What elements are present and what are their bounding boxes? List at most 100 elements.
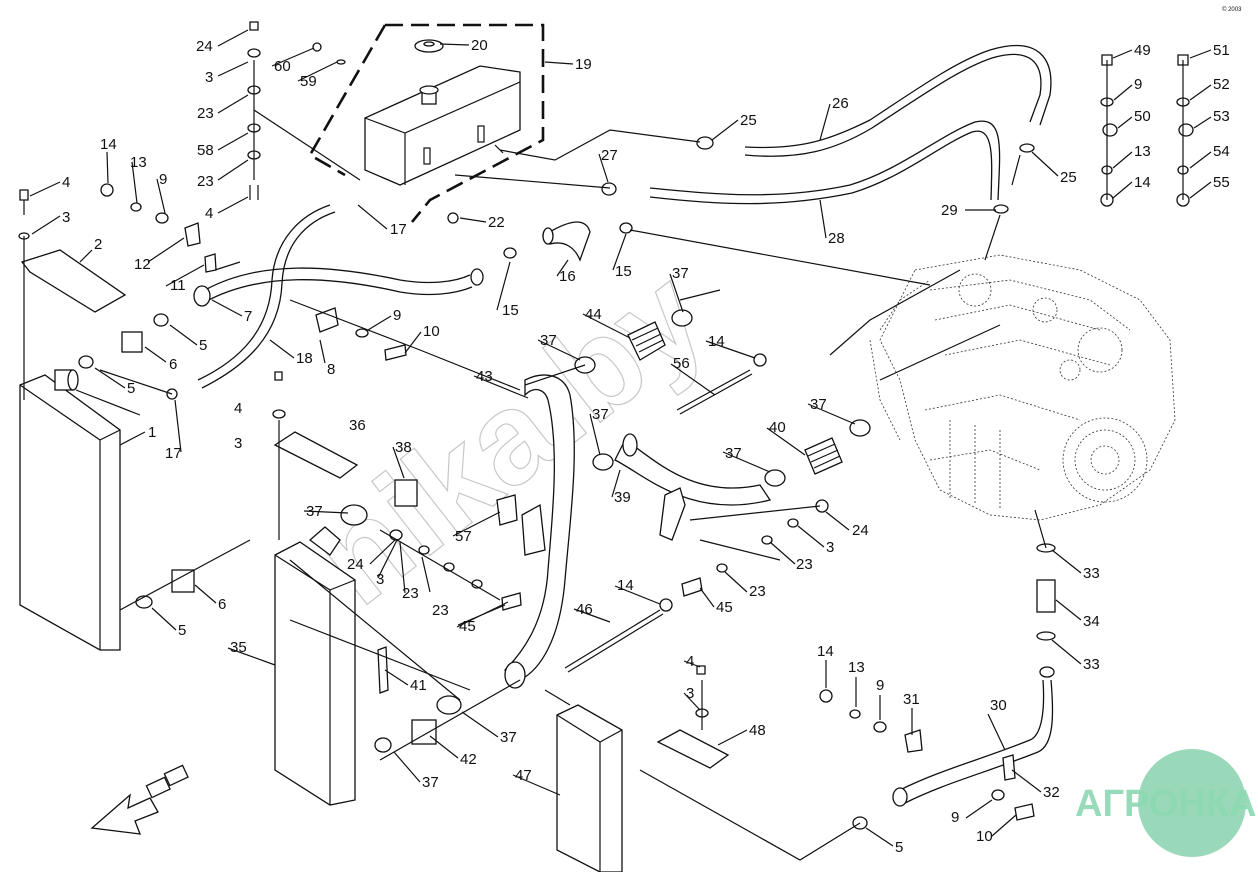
hoses-middle [193,204,931,389]
callout-19: 19 [575,56,592,73]
callout-42: 42 [460,751,477,768]
callout-27: 27 [601,147,618,164]
callout-13: 13 [1134,143,1151,160]
callout-31: 31 [903,691,920,708]
leader-lines [23,60,1184,861]
callout-14: 14 [617,577,634,594]
callout-23: 23 [432,602,449,619]
callout-48: 48 [749,722,766,739]
callout-3: 3 [234,435,242,452]
callout-25: 25 [740,112,757,129]
callout-14: 14 [1134,174,1151,191]
callout-54: 54 [1213,143,1230,160]
callout-28: 28 [828,230,845,247]
callout-30: 30 [990,697,1007,714]
callout-9: 9 [393,307,401,324]
agronka-logo: АГРОНКА [1075,749,1256,857]
callout-49: 49 [1134,42,1151,59]
callout-2: 2 [94,236,102,253]
callout-15: 15 [615,263,632,280]
callout-6: 6 [169,356,177,373]
callout-5: 5 [178,622,186,639]
bracket-2 [20,249,127,313]
callout-14: 14 [817,643,834,660]
callout-33: 33 [1083,656,1100,673]
callout-9: 9 [951,809,959,826]
callout-20: 20 [471,37,488,54]
bracket-36 [273,431,359,479]
callout-55: 55 [1213,174,1230,191]
callout-13: 13 [848,659,865,676]
callout-40: 40 [769,419,786,436]
logo-text: АГРОНКА [1075,783,1256,825]
callout-32: 32 [1043,784,1060,801]
callout-37: 37 [540,332,557,349]
callout-37: 37 [592,406,609,423]
callout-5: 5 [127,380,135,397]
callout-10: 10 [976,828,993,845]
callout-50: 50 [1134,108,1151,125]
callout-10: 10 [423,323,440,340]
callout-4: 4 [686,653,694,670]
callout-9: 9 [876,677,884,694]
callout-23: 23 [796,556,813,573]
callout-53: 53 [1213,108,1230,125]
callout-23: 23 [197,105,214,122]
callout-39: 39 [614,489,631,506]
intercooler-35 [274,526,356,806]
callout-12: 12 [134,256,151,273]
callout-23: 23 [197,173,214,190]
bracket-48 [656,729,730,769]
callout-18: 18 [296,350,313,367]
callout-3: 3 [826,539,834,556]
callout-1: 1 [148,424,156,441]
radiator-1 [19,369,121,651]
callout-3: 3 [686,685,694,702]
callout-36: 36 [349,417,366,434]
callout-35: 35 [230,639,247,656]
callout-26: 26 [832,95,849,112]
callout-51: 51 [1213,42,1230,59]
callout-4: 4 [234,400,242,417]
callout-37: 37 [810,396,827,413]
charge-air-pipes [503,374,772,689]
callout-9: 9 [159,171,167,188]
callout-52: 52 [1213,76,1230,93]
callout-24: 24 [347,556,364,573]
bellows-and-rods [564,321,843,673]
callout-22: 22 [488,214,505,231]
callout-25: 25 [1060,169,1077,186]
callout-4: 4 [62,174,70,191]
callout-17: 17 [390,221,407,238]
callout-38: 38 [395,439,412,456]
callout-24: 24 [196,38,213,55]
callout-41: 41 [410,677,427,694]
callout-8: 8 [327,361,335,378]
callout-56: 56 [673,355,690,372]
callout-leaders [29,29,1212,847]
callout-14: 14 [100,136,117,153]
hoses-upper [454,44,1052,214]
callout-15: 15 [502,302,519,319]
callout-60: 60 [274,58,291,75]
callout-37: 37 [422,774,439,791]
callout-9: 9 [1134,76,1142,93]
direction-arrow [90,764,189,835]
callout-6: 6 [218,596,226,613]
callout-23: 23 [402,585,419,602]
callout-23: 23 [749,583,766,600]
callout-14: 14 [708,333,725,350]
callout-5: 5 [895,839,903,856]
callout-5: 5 [199,337,207,354]
callout-34: 34 [1083,613,1100,630]
engine-assembly [869,254,1176,521]
callout-3: 3 [376,571,384,588]
callout-24: 24 [852,522,869,539]
callout-45: 45 [716,599,733,616]
callout-47: 47 [515,767,532,784]
callout-17: 17 [165,445,182,462]
callout-7: 7 [244,308,252,325]
callout-37: 37 [500,729,517,746]
callout-4: 4 [205,205,213,222]
